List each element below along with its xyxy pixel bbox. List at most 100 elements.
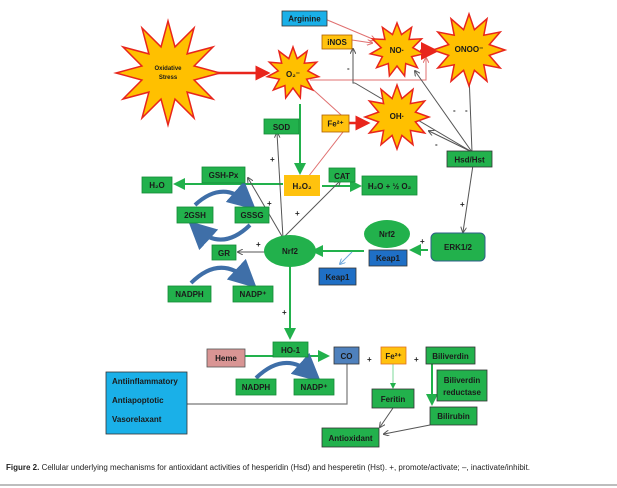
svg-text:GR: GR [218,249,230,258]
svg-text:CO: CO [341,352,353,361]
bottom-divider [0,484,617,486]
arrow-arginine-to-no [324,18,375,40]
svg-text:OH·: OH· [390,112,405,121]
feritin-box: Feritin [371,388,415,409]
curve-nadph-to-nadp-bottom [254,352,321,382]
arrow-nrf2-to-sod [277,133,284,239]
plus-sign: + [270,155,275,164]
arrow-hsd-to-oh [429,131,473,153]
sod-box: SOD [263,118,300,135]
svg-text:Keap1: Keap1 [376,254,401,263]
svg-text:ERK1/2: ERK1/2 [444,243,473,252]
plus-sign: + [460,200,465,209]
nadp-box-bottom: NADP⁺ [293,378,335,396]
plus-sign: + [256,240,261,249]
svg-text:2GSH: 2GSH [184,211,206,220]
caption-text: Cellular underlying mechanisms for antio… [39,463,531,472]
svg-text:Antiinflammatory: Antiinflammatory [112,377,178,386]
hsd-hst-box[interactable]: Hsd/Hst [446,150,493,168]
svg-text:NADPH: NADPH [242,383,271,392]
nadph-box-top: NADPH [167,285,212,303]
biliverdin-box: Biliverdin [425,346,476,365]
nrf2-main-node[interactable]: Nrf2 [264,235,316,267]
minus-sign: - [453,106,456,115]
svg-text:Antiapoptotic: Antiapoptotic [112,396,164,405]
arrow-hsd-to-erk [463,164,474,232]
svg-text:NO·: NO· [390,46,405,55]
cat-box: CAT [328,167,356,183]
svg-text:H₂O: H₂O [149,181,165,190]
svg-text:Nrf2: Nrf2 [379,230,396,239]
svg-text:Nrf2: Nrf2 [282,247,299,256]
gsh-px-box: GSH-Px [201,166,246,184]
svg-text:SOD: SOD [273,123,291,132]
fe2-box-top: Fe²⁺ [321,114,350,133]
svg-text:Oxidative: Oxidative [154,66,182,72]
svg-text:Vasorelaxant: Vasorelaxant [112,415,162,424]
svg-text:Hsd/Hst: Hsd/Hst [454,156,485,165]
arginine-box: Arginine [281,10,328,27]
hydroxyl-star: OH· [362,82,432,152]
arrow-feritin-to-antioxidant [380,407,394,427]
svg-text:H₂O + ½ O₂: H₂O + ½ O₂ [368,182,412,191]
curve-nadph-to-nadp-top [189,258,257,289]
keap1-free-box: Keap1 [318,267,357,286]
line-o2-to-onoo [310,58,426,81]
nadp-box-top: NADP⁺ [232,285,274,303]
svg-text:reductase: reductase [443,388,481,397]
arrow-inos-to-no [351,40,372,43]
line-co-to-effects [187,364,348,405]
curve-gssg-to-gsh [188,220,252,251]
plus-sign: + [282,308,287,317]
plus-sign: + [414,355,419,364]
svg-text:Biliverdin: Biliverdin [432,352,469,361]
arrow-hsd-to-no [415,71,473,153]
gsh2-box: 2GSH [176,206,214,224]
svg-text:Fe²⁺: Fe²⁺ [327,120,343,129]
arrow-complex-to-keap1 [340,251,353,264]
minus-sign: - [347,64,350,73]
heme-box: Heme [206,348,246,368]
arrow-nrf2-to-cat [282,181,340,239]
water-oxygen-box: H₂O + ½ O₂ [361,175,418,196]
svg-text:O₂⁻: O₂⁻ [286,70,300,79]
svg-text:Stress: Stress [159,75,178,81]
svg-text:NADP⁺: NADP⁺ [301,383,328,392]
fe2-box-bottom: Fe²⁺ [380,346,407,365]
bilirubin-box: Bilirubin [429,406,478,426]
caption-label: Figure 2. [6,463,40,472]
gssg-box: GSSG [234,206,270,224]
svg-text:Heme: Heme [215,354,237,363]
svg-text:GSSG: GSSG [240,211,263,220]
antioxidant-box: Antioxidant [321,427,380,448]
plus-sign: + [420,237,425,246]
svg-text:Feritin: Feritin [381,395,406,404]
svg-text:NADP⁺: NADP⁺ [240,290,267,299]
arrow-hsd-to-onoo [469,74,473,153]
biliverdin-reductase-box: Biliverdin reductase [436,369,488,402]
svg-text:CAT: CAT [334,172,350,181]
svg-text:GSH-Px: GSH-Px [209,171,239,180]
nitric-oxide-star: NO· [368,20,426,78]
nrf2-keap1-complex[interactable]: Nrf2 Keap1 [364,220,410,267]
svg-text:Fe²⁺: Fe²⁺ [385,352,401,361]
svg-text:H₂O₂: H₂O₂ [292,182,312,191]
plus-sign: + [367,355,372,364]
co-box: CO [333,346,360,365]
oxidative-stress-star: Oxidative Stress [113,18,223,128]
svg-text:ONOO⁻: ONOO⁻ [455,45,484,54]
svg-text:Bilirubin: Bilirubin [437,412,470,421]
svg-text:HO-1: HO-1 [281,346,301,355]
svg-text:Antioxidant: Antioxidant [329,434,373,443]
gr-box: GR [211,244,237,261]
curve-gsh-to-gssg [193,180,257,210]
svg-text:Biliverdin: Biliverdin [444,376,481,385]
nadph-box-bottom: NADPH [235,378,277,396]
ho1-box: HO-1 [272,341,309,358]
erk-box: ERK1/2 [430,232,486,262]
figure-caption: Figure 2. Cellular underlying mechanisms… [6,463,606,473]
plus-sign: + [267,199,272,208]
inos-box: iNOS [321,34,353,50]
svg-text:iNOS: iNOS [327,38,347,47]
